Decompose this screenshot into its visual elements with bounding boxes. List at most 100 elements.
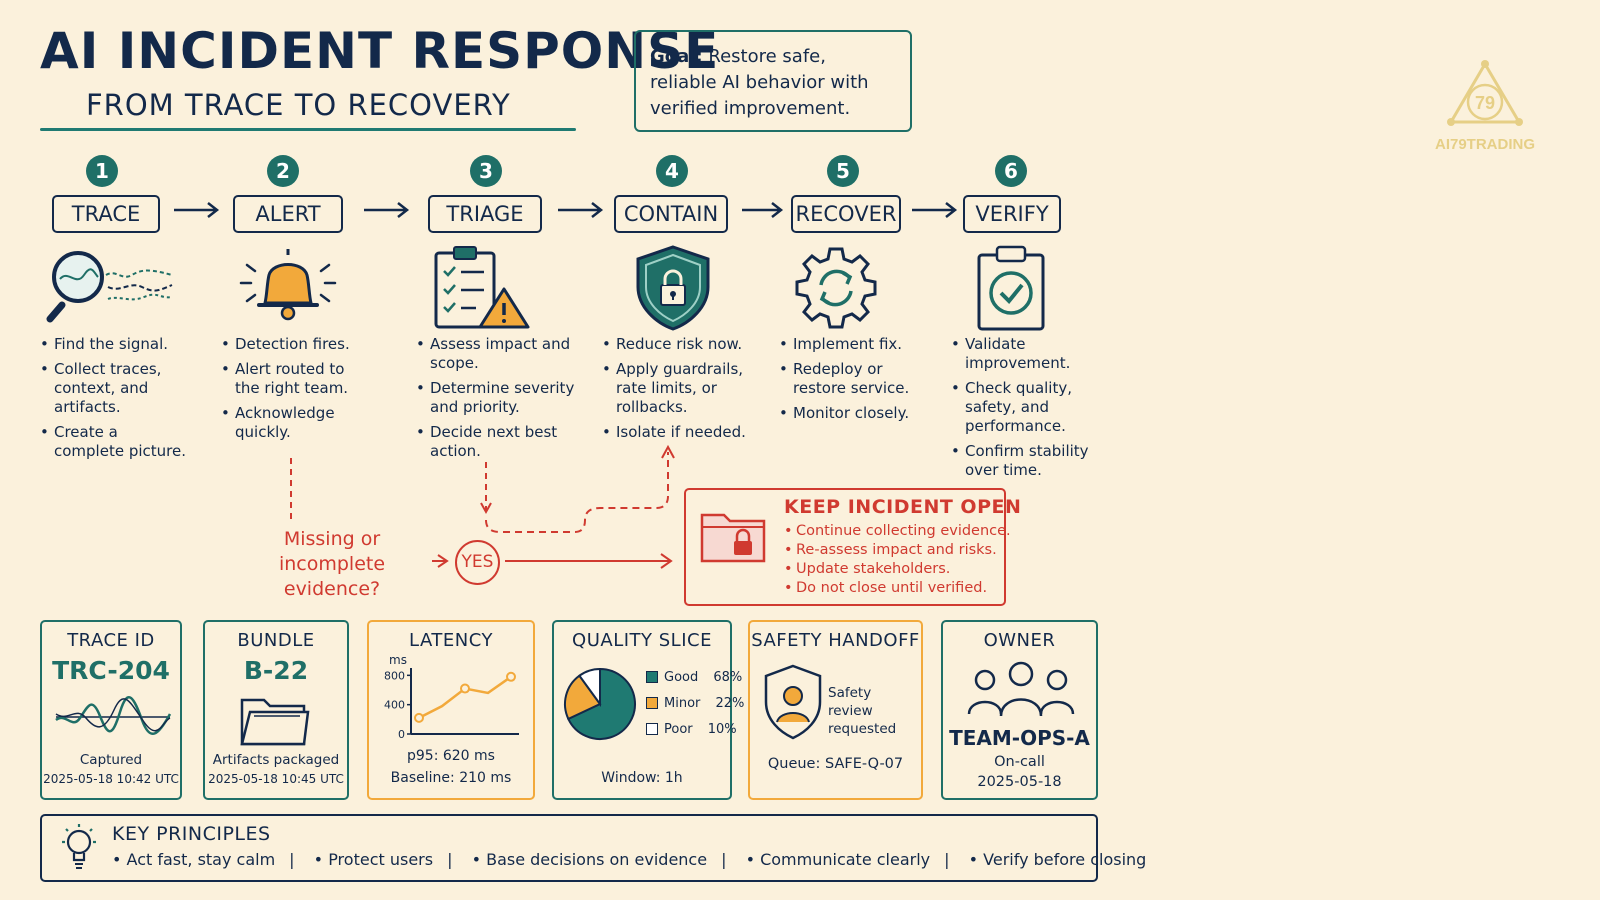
step-label: TRACE	[52, 195, 160, 233]
folder-icon	[240, 698, 310, 746]
step-label: CONTAIN	[614, 195, 728, 233]
bundle-card: BUNDLE B-22 Artifacts packaged 2025-05-1…	[203, 620, 349, 800]
clipboard-check-icon	[971, 243, 1051, 337]
step-number: 4	[656, 155, 688, 187]
pie-slice-minor	[564, 674, 602, 721]
step-label: VERIFY	[963, 195, 1061, 233]
card-title: BUNDLE	[237, 630, 315, 651]
shield-user-icon	[764, 664, 822, 740]
principle-item: • Protect users	[313, 850, 434, 869]
step-bullet: Check quality, safety, and performance.	[951, 379, 1106, 436]
page-subtitle: FROM TRACE TO RECOVERY	[86, 88, 511, 122]
shield-lock-icon	[628, 243, 718, 337]
step-label: TRIAGE	[428, 195, 542, 233]
step-bullet: Implement fix.	[779, 335, 929, 354]
legend-label: Good	[664, 670, 699, 685]
bundle-caption: Artifacts packaged	[212, 752, 340, 768]
separator: |	[289, 850, 295, 869]
latency-p95: p95: 620 ms	[407, 748, 495, 764]
y-axis-unit: ms	[389, 654, 407, 667]
logo-mark-text: 79	[1475, 93, 1495, 113]
owner-team: TEAM-OPS-A	[949, 726, 1090, 750]
key-principles-list: • Act fast, stay calm| • Protect users| …	[112, 850, 1146, 869]
keep-open-list: Continue collecting evidence. Re-assess …	[784, 522, 1011, 598]
card-title: OWNER	[983, 630, 1056, 651]
legend-minor: Minor 22%	[646, 696, 744, 711]
safety-handoff-card: SAFETY HANDOFF Safety review requested Q…	[748, 620, 923, 800]
goal-text: Restore safe, reliable AI behavior with …	[650, 46, 869, 119]
step-bullet: Detection fires.	[221, 335, 361, 354]
y-tick-label: 800	[384, 669, 405, 682]
step-number: 3	[470, 155, 502, 187]
arrow-icon	[174, 202, 220, 218]
title-underline	[40, 128, 576, 131]
step-bullet: Apply guardrails, rate limits, or rollba…	[602, 360, 752, 417]
legend-pct: 10%	[707, 722, 737, 737]
lightbulb-icon	[62, 824, 96, 869]
pie-slice-poor	[578, 667, 601, 708]
step-bullet: Decide next best action.	[416, 423, 576, 461]
step-number: 2	[267, 155, 299, 187]
step-number: 1	[86, 155, 118, 187]
principle-item: • Verify before closing	[968, 850, 1147, 869]
latency-point	[414, 712, 424, 723]
step-bullets: Implement fix. Redeploy or restore servic…	[779, 335, 929, 429]
y-tick-label: 400	[384, 699, 405, 712]
bundle-timestamp: 2025-05-18 10:45 UTC	[208, 772, 344, 786]
latency-point	[506, 671, 516, 682]
step-bullet: Reduce risk now.	[602, 335, 752, 354]
arrow-icon	[364, 202, 410, 218]
step-label: RECOVER	[791, 195, 901, 233]
step-number: 5	[827, 155, 859, 187]
legend-pct: 22%	[715, 696, 745, 711]
trace-id-card: TRACE ID TRC-204 Captured 2025-05-18 10:…	[40, 620, 182, 800]
keep-open-item: Continue collecting evidence.	[784, 522, 1011, 541]
step-bullets: Detection fires. Alert routed to the righ…	[221, 335, 361, 448]
keep-open-item: Update stakeholders.	[784, 560, 1011, 579]
step-bullet: Monitor closely.	[779, 404, 929, 423]
step-bullet: Determine severity and priority.	[416, 379, 576, 417]
keep-open-item: Do not close until verified.	[784, 579, 1011, 598]
step-bullet: Confirm stability over time.	[951, 442, 1106, 480]
owner-role: On-call	[994, 754, 1045, 770]
locked-folder-icon	[700, 513, 766, 563]
principle-item: • Communicate clearly	[745, 850, 931, 869]
safety-queue: Queue: SAFE-Q-07	[767, 756, 904, 772]
legend-poor: Poor 10%	[646, 722, 737, 737]
step-bullets: Assess impact and scope.Determine severi…	[416, 335, 576, 467]
safety-note: Safety review requested	[828, 685, 897, 737]
keep-open-item: Re-assess impact and risks.	[784, 541, 1011, 560]
step-bullet: Isolate if needed.	[602, 423, 752, 442]
step-bullet: Alert routed to the right team.	[221, 360, 361, 398]
goal-box: Goal: Restore safe, reliable AI behavior…	[634, 30, 912, 132]
step-bullets: Find the signal. Collect traces, context,…	[40, 335, 190, 467]
step-bullets: Validate improvement.Check quality, safe…	[951, 335, 1106, 486]
owner-date: 2025-05-18	[977, 774, 1062, 790]
decision-question: Missing or incomplete evidence?	[278, 528, 386, 600]
y-tick-label: 0	[398, 728, 405, 741]
bell-icon	[233, 243, 343, 333]
step-bullet: Create a complete picture.	[40, 423, 190, 461]
legend-label: Poor	[664, 722, 693, 737]
step-bullet: Redeploy or restore service.	[779, 360, 929, 398]
logo-text: AI79TRADING	[1434, 136, 1535, 153]
step-number: 6	[995, 155, 1027, 187]
team-users-icon	[967, 661, 1075, 717]
legend-label: Minor	[664, 696, 701, 711]
separator: |	[721, 850, 727, 869]
goal-label: Goal:	[650, 46, 703, 67]
latency-series-line	[418, 675, 512, 719]
legend-pct: 68%	[713, 670, 743, 685]
latency-chart: ms 0 400 800	[384, 654, 519, 741]
brand-logo: 79 AI79TRADING	[1430, 60, 1540, 153]
step-bullet: Find the signal.	[40, 335, 190, 354]
step-bullet: Collect traces, context, and artifacts.	[40, 360, 190, 417]
clipboard-warning-icon	[428, 243, 538, 337]
card-title: SAFETY HANDOFF	[751, 630, 920, 651]
card-title: TRACE ID	[67, 630, 155, 651]
owner-card: OWNER TEAM-OPS-A On-call 2025-05-18	[941, 620, 1098, 800]
arrow-icon	[558, 202, 604, 218]
trace-caption: Captured	[79, 752, 143, 768]
